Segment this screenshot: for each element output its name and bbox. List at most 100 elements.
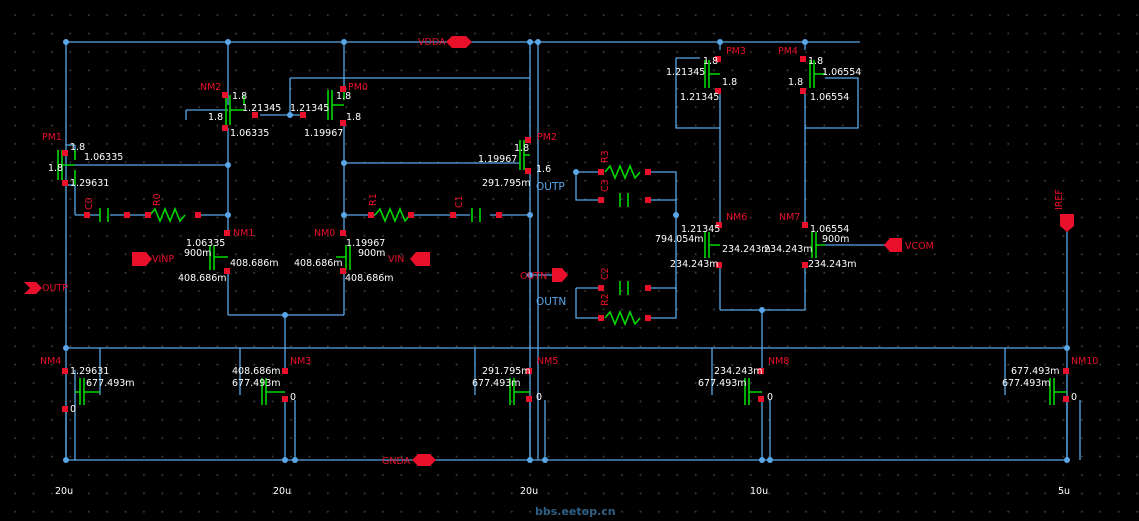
nm2-label: NM2 xyxy=(200,82,221,93)
pm0-label: PM0 xyxy=(348,82,368,93)
pm1-value: 1.8 xyxy=(70,142,85,153)
nm6-value: 234.243m xyxy=(670,259,719,270)
nm6-value: 1.21345 xyxy=(681,224,720,235)
nm7-value: 900m xyxy=(822,234,849,245)
nm8-label: NM8 xyxy=(768,356,789,367)
port-labels: VDDA GNDA OUTP VINP VIN OUTN VCOM IREF O… xyxy=(42,37,1065,467)
branch-currents: 20u 20u 20u 10u 5u xyxy=(55,486,1070,497)
nm0-symbol xyxy=(336,245,351,270)
nm3-label: NM3 xyxy=(290,356,311,367)
pin-markers xyxy=(62,56,1069,412)
nm2-value: 1.21345 xyxy=(242,103,281,114)
vcom-label: VCOM xyxy=(905,241,934,252)
r3-symbol xyxy=(604,163,641,181)
c1-symbol xyxy=(471,208,481,222)
c0-label: C0 xyxy=(84,197,95,210)
nm4-symbol xyxy=(75,378,100,405)
nm5-label: NM5 xyxy=(537,356,558,367)
nm4-value: 0 xyxy=(70,404,76,415)
r2-label: R2 xyxy=(600,293,611,306)
nm2-value: 1.8 xyxy=(232,91,247,102)
pm2-value: 1.8 xyxy=(514,143,529,154)
nm5-value: 291.795m xyxy=(482,366,531,377)
r3-label: R3 xyxy=(600,150,611,163)
nm10-label: NM10 xyxy=(1071,356,1098,367)
nm3-value: 408.686m xyxy=(232,366,281,377)
pm1-label: PM1 xyxy=(42,132,62,143)
current-label: 20u xyxy=(273,486,291,497)
pm0-value: 1.19967 xyxy=(304,128,343,139)
pm3-label: PM3 xyxy=(726,46,746,57)
nm0-value: 408.686m xyxy=(345,273,394,284)
pm4-value: 1.8 xyxy=(788,77,803,88)
r1-label: R1 xyxy=(368,193,379,206)
vinp-port xyxy=(132,252,152,266)
nm4-label: NM4 xyxy=(40,356,61,367)
nm0-value: 900m xyxy=(358,248,385,259)
nm7-symbol xyxy=(811,232,825,258)
nm7-value: 234.243m xyxy=(764,244,813,255)
nm1-value: 1.06335 xyxy=(186,238,225,249)
nm0-label: NM0 xyxy=(314,228,335,239)
gnda-port xyxy=(412,454,436,466)
c2-label: C2 xyxy=(600,267,611,280)
c1-label: C1 xyxy=(454,195,465,208)
pm3-value: 1.8 xyxy=(703,56,718,67)
outn-mid-port xyxy=(552,268,568,282)
current-label: 20u xyxy=(520,486,538,497)
nm4-value: 677.493m xyxy=(86,378,135,389)
nm7-value: 1.06554 xyxy=(810,224,849,235)
nm10-symbol xyxy=(1049,378,1067,405)
pm2-label: PM2 xyxy=(537,132,557,143)
passive-symbols xyxy=(99,163,641,327)
nm5-symbol xyxy=(509,378,530,405)
pm1-value: 1.8 xyxy=(48,163,63,174)
nm3-value: 0 xyxy=(290,392,296,403)
current-label: 20u xyxy=(55,486,73,497)
pm1-symbol xyxy=(57,150,76,185)
nm7-label: NM7 xyxy=(779,212,800,223)
nm10-value: 0 xyxy=(1071,392,1077,403)
vinp-label: VINP xyxy=(152,254,174,265)
nm8-value: 234.243m xyxy=(714,366,763,377)
c0-symbol xyxy=(99,208,109,222)
nm3-value: 677.493m xyxy=(232,378,281,389)
r1-symbol xyxy=(374,206,411,224)
outn-mid-label: OUTN xyxy=(520,271,547,282)
pm4-value: 1.8 xyxy=(808,56,823,67)
vinn-port xyxy=(410,252,430,266)
pm2-value: 1.19967 xyxy=(478,154,517,165)
pm4-value: 1.06554 xyxy=(822,67,861,78)
vdda-label: VDDA xyxy=(418,37,446,48)
nm1-label: NM1 xyxy=(233,228,254,239)
nm8-symbol xyxy=(744,378,762,405)
nm5-value: 677.493m xyxy=(472,378,521,389)
gnda-label: GNDA xyxy=(382,456,411,467)
pm2-value: 291.795m xyxy=(482,178,531,189)
ports xyxy=(24,36,1074,466)
pm0-value: 1.8 xyxy=(336,91,351,102)
nm4-value: 1.29631 xyxy=(70,366,109,377)
pm3-value: 1.21345 xyxy=(680,92,719,103)
pm3-value: 1.8 xyxy=(722,77,737,88)
nm1-value: 408.686m xyxy=(230,258,279,269)
r0-symbol xyxy=(149,206,186,224)
pm0-value: 1.8 xyxy=(346,112,361,123)
nm6-value: 234.243m xyxy=(722,244,771,255)
nm3-symbol xyxy=(261,378,285,405)
pm4-value: 1.06554 xyxy=(810,92,849,103)
vcom-port xyxy=(884,238,902,252)
junctions xyxy=(63,39,1070,463)
pm1-value: 1.06335 xyxy=(84,152,123,163)
nm2-value: 1.06335 xyxy=(230,128,269,139)
nm2-value: 1.8 xyxy=(208,112,223,123)
nm1-value: 408.686m xyxy=(178,273,227,284)
transistor-symbols xyxy=(57,60,1067,405)
pm3-symbol xyxy=(704,60,720,88)
watermark: bbs.eetop.cn xyxy=(535,505,616,518)
nm7-value: 234.243m xyxy=(808,259,857,270)
pm0-symbol xyxy=(327,90,345,120)
nm8-value: 677.493m xyxy=(698,378,747,389)
